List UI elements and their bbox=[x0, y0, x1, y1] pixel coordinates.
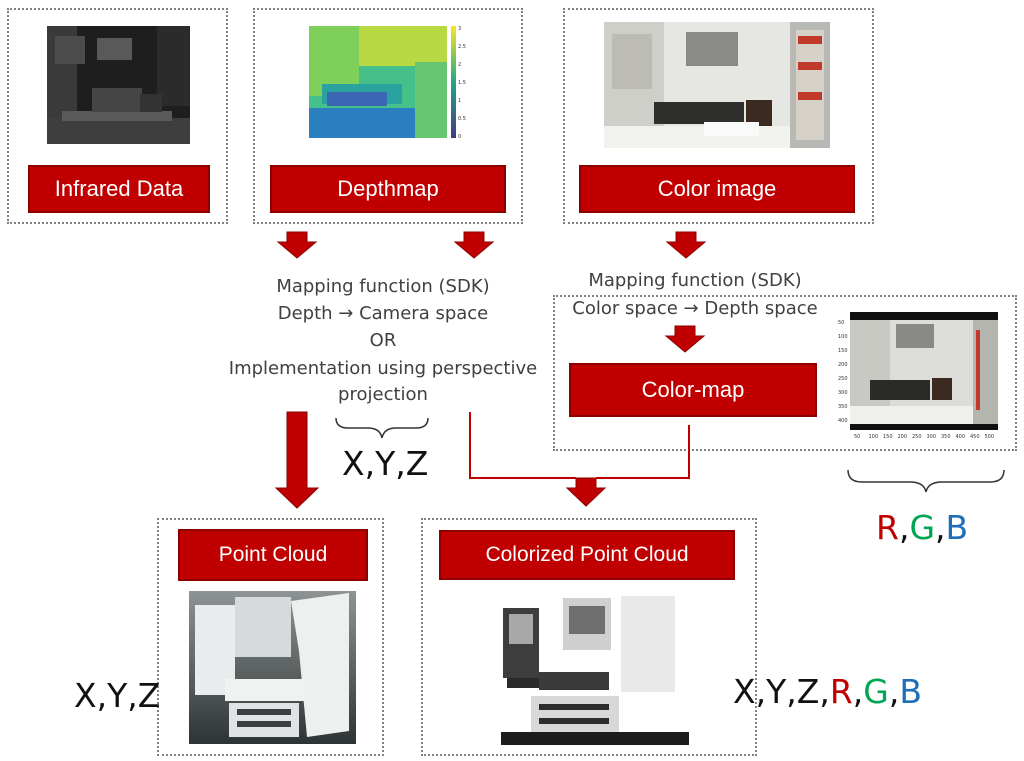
colorized-b: B bbox=[899, 672, 922, 711]
arrow-colormap-down bbox=[664, 325, 706, 353]
rgb-comma1: , bbox=[898, 508, 910, 547]
point-cloud-xyz-label: X,Y,Z bbox=[74, 676, 161, 715]
arrow-point-cloud-down bbox=[274, 411, 320, 509]
cm-yticks-tick: 250 bbox=[838, 376, 848, 382]
rgb-b: B bbox=[945, 508, 969, 547]
cm-xticks-tick: 50 bbox=[854, 434, 860, 440]
cm-yticks-tick: 50 bbox=[838, 320, 844, 326]
cm-xticks-tick: 300 bbox=[927, 434, 937, 440]
cm-xticks-tick: 450 bbox=[970, 434, 980, 440]
rgb-g: G bbox=[909, 508, 936, 547]
cm-xticks-tick: 400 bbox=[956, 434, 966, 440]
point-cloud-panel bbox=[157, 518, 384, 756]
cm-yticks-tick: 150 bbox=[838, 348, 848, 354]
cm-xticks-tick: 500 bbox=[985, 434, 995, 440]
cm-xticks-tick: 150 bbox=[883, 434, 893, 440]
color-image-label: Color image bbox=[579, 165, 855, 213]
cm-xticks-tick: 200 bbox=[898, 434, 908, 440]
color-mapping-line2: Color space → Depth space bbox=[572, 298, 818, 319]
depth-ticks-tick: 2 bbox=[458, 62, 461, 68]
cm-yticks-tick: 400 bbox=[838, 418, 848, 424]
point-cloud-image bbox=[189, 591, 356, 744]
colorized-comma1: , bbox=[852, 672, 864, 711]
cm-xticks-tick: 350 bbox=[941, 434, 951, 440]
xyz-label: X,Y,Z bbox=[342, 444, 429, 483]
brace-xyz bbox=[335, 417, 429, 439]
arrow-colorized-down bbox=[565, 477, 607, 507]
arrow-depthmap-down bbox=[453, 231, 495, 259]
rgb-label: R,G,B bbox=[876, 508, 968, 547]
rgb-r: R bbox=[876, 508, 899, 547]
colorized-point-cloud-label: Colorized Point Cloud bbox=[439, 530, 735, 580]
infrared-data-label: Infrared Data bbox=[28, 165, 210, 213]
depth-ticks-tick: 0 bbox=[458, 134, 461, 140]
depth-mapping-line3: OR bbox=[369, 330, 397, 351]
color-map-image: 50 100 150 200 250 300 350 400 50 100 150 200 250 30… bbox=[828, 310, 1000, 446]
color-image-panel bbox=[563, 8, 874, 224]
arrow-infrared-down bbox=[276, 231, 318, 259]
depth-mapping-line2: Depth → Camera space bbox=[277, 303, 489, 324]
color-image bbox=[604, 22, 830, 148]
cm-yticks-tick: 100 bbox=[838, 334, 848, 340]
depth-ticks-tick: 3 bbox=[458, 26, 461, 32]
connector-depth bbox=[469, 412, 576, 479]
infrared-image bbox=[47, 26, 190, 144]
arrow-color-down bbox=[665, 231, 707, 259]
colorized-point-cloud-image bbox=[501, 592, 689, 745]
point-cloud-label: Point Cloud bbox=[178, 529, 368, 581]
colorized-g: G bbox=[863, 672, 889, 711]
colorized-comma2: , bbox=[888, 672, 900, 711]
depth-ticks-tick: 1.5 bbox=[458, 80, 466, 86]
colorized-xyzrgb-label: X,Y,Z,R,G,B bbox=[733, 672, 922, 711]
depth-ticks-tick: 2.5 bbox=[458, 44, 466, 50]
color-map-label: Color-map bbox=[569, 363, 817, 417]
colorized-r: R bbox=[829, 672, 853, 711]
depth-mapping-line1: Mapping function (SDK) bbox=[276, 276, 490, 297]
depthmap-panel bbox=[253, 8, 523, 224]
infrared-panel bbox=[7, 8, 228, 224]
depth-mapping-line5: projection bbox=[338, 384, 428, 405]
rgb-comma2: , bbox=[935, 508, 946, 547]
depth-ticks-tick: 0.5 bbox=[458, 116, 466, 122]
colorized-point-cloud-panel bbox=[421, 518, 757, 756]
depthmap-label: Depthmap bbox=[270, 165, 506, 213]
depth-ticks-tick: 1 bbox=[458, 98, 461, 104]
depth-mapping-line4: Implementation using perspective bbox=[228, 358, 538, 379]
connector-colormap bbox=[596, 425, 690, 479]
brace-rgb bbox=[847, 469, 1005, 493]
color-mapping-line1: Mapping function (SDK) bbox=[588, 270, 802, 291]
depthmap-image: 3 2.5 2 1.5 1 0.5 0 bbox=[297, 22, 469, 148]
colorized-xyz: X,Y,Z, bbox=[733, 672, 830, 711]
cm-yticks-tick: 300 bbox=[838, 390, 848, 396]
color-map-panel bbox=[553, 295, 1017, 451]
cm-xticks-tick: 250 bbox=[912, 434, 922, 440]
cm-yticks-tick: 200 bbox=[838, 362, 848, 368]
cm-xticks-tick: 100 bbox=[869, 434, 879, 440]
cm-yticks-tick: 350 bbox=[838, 404, 848, 410]
